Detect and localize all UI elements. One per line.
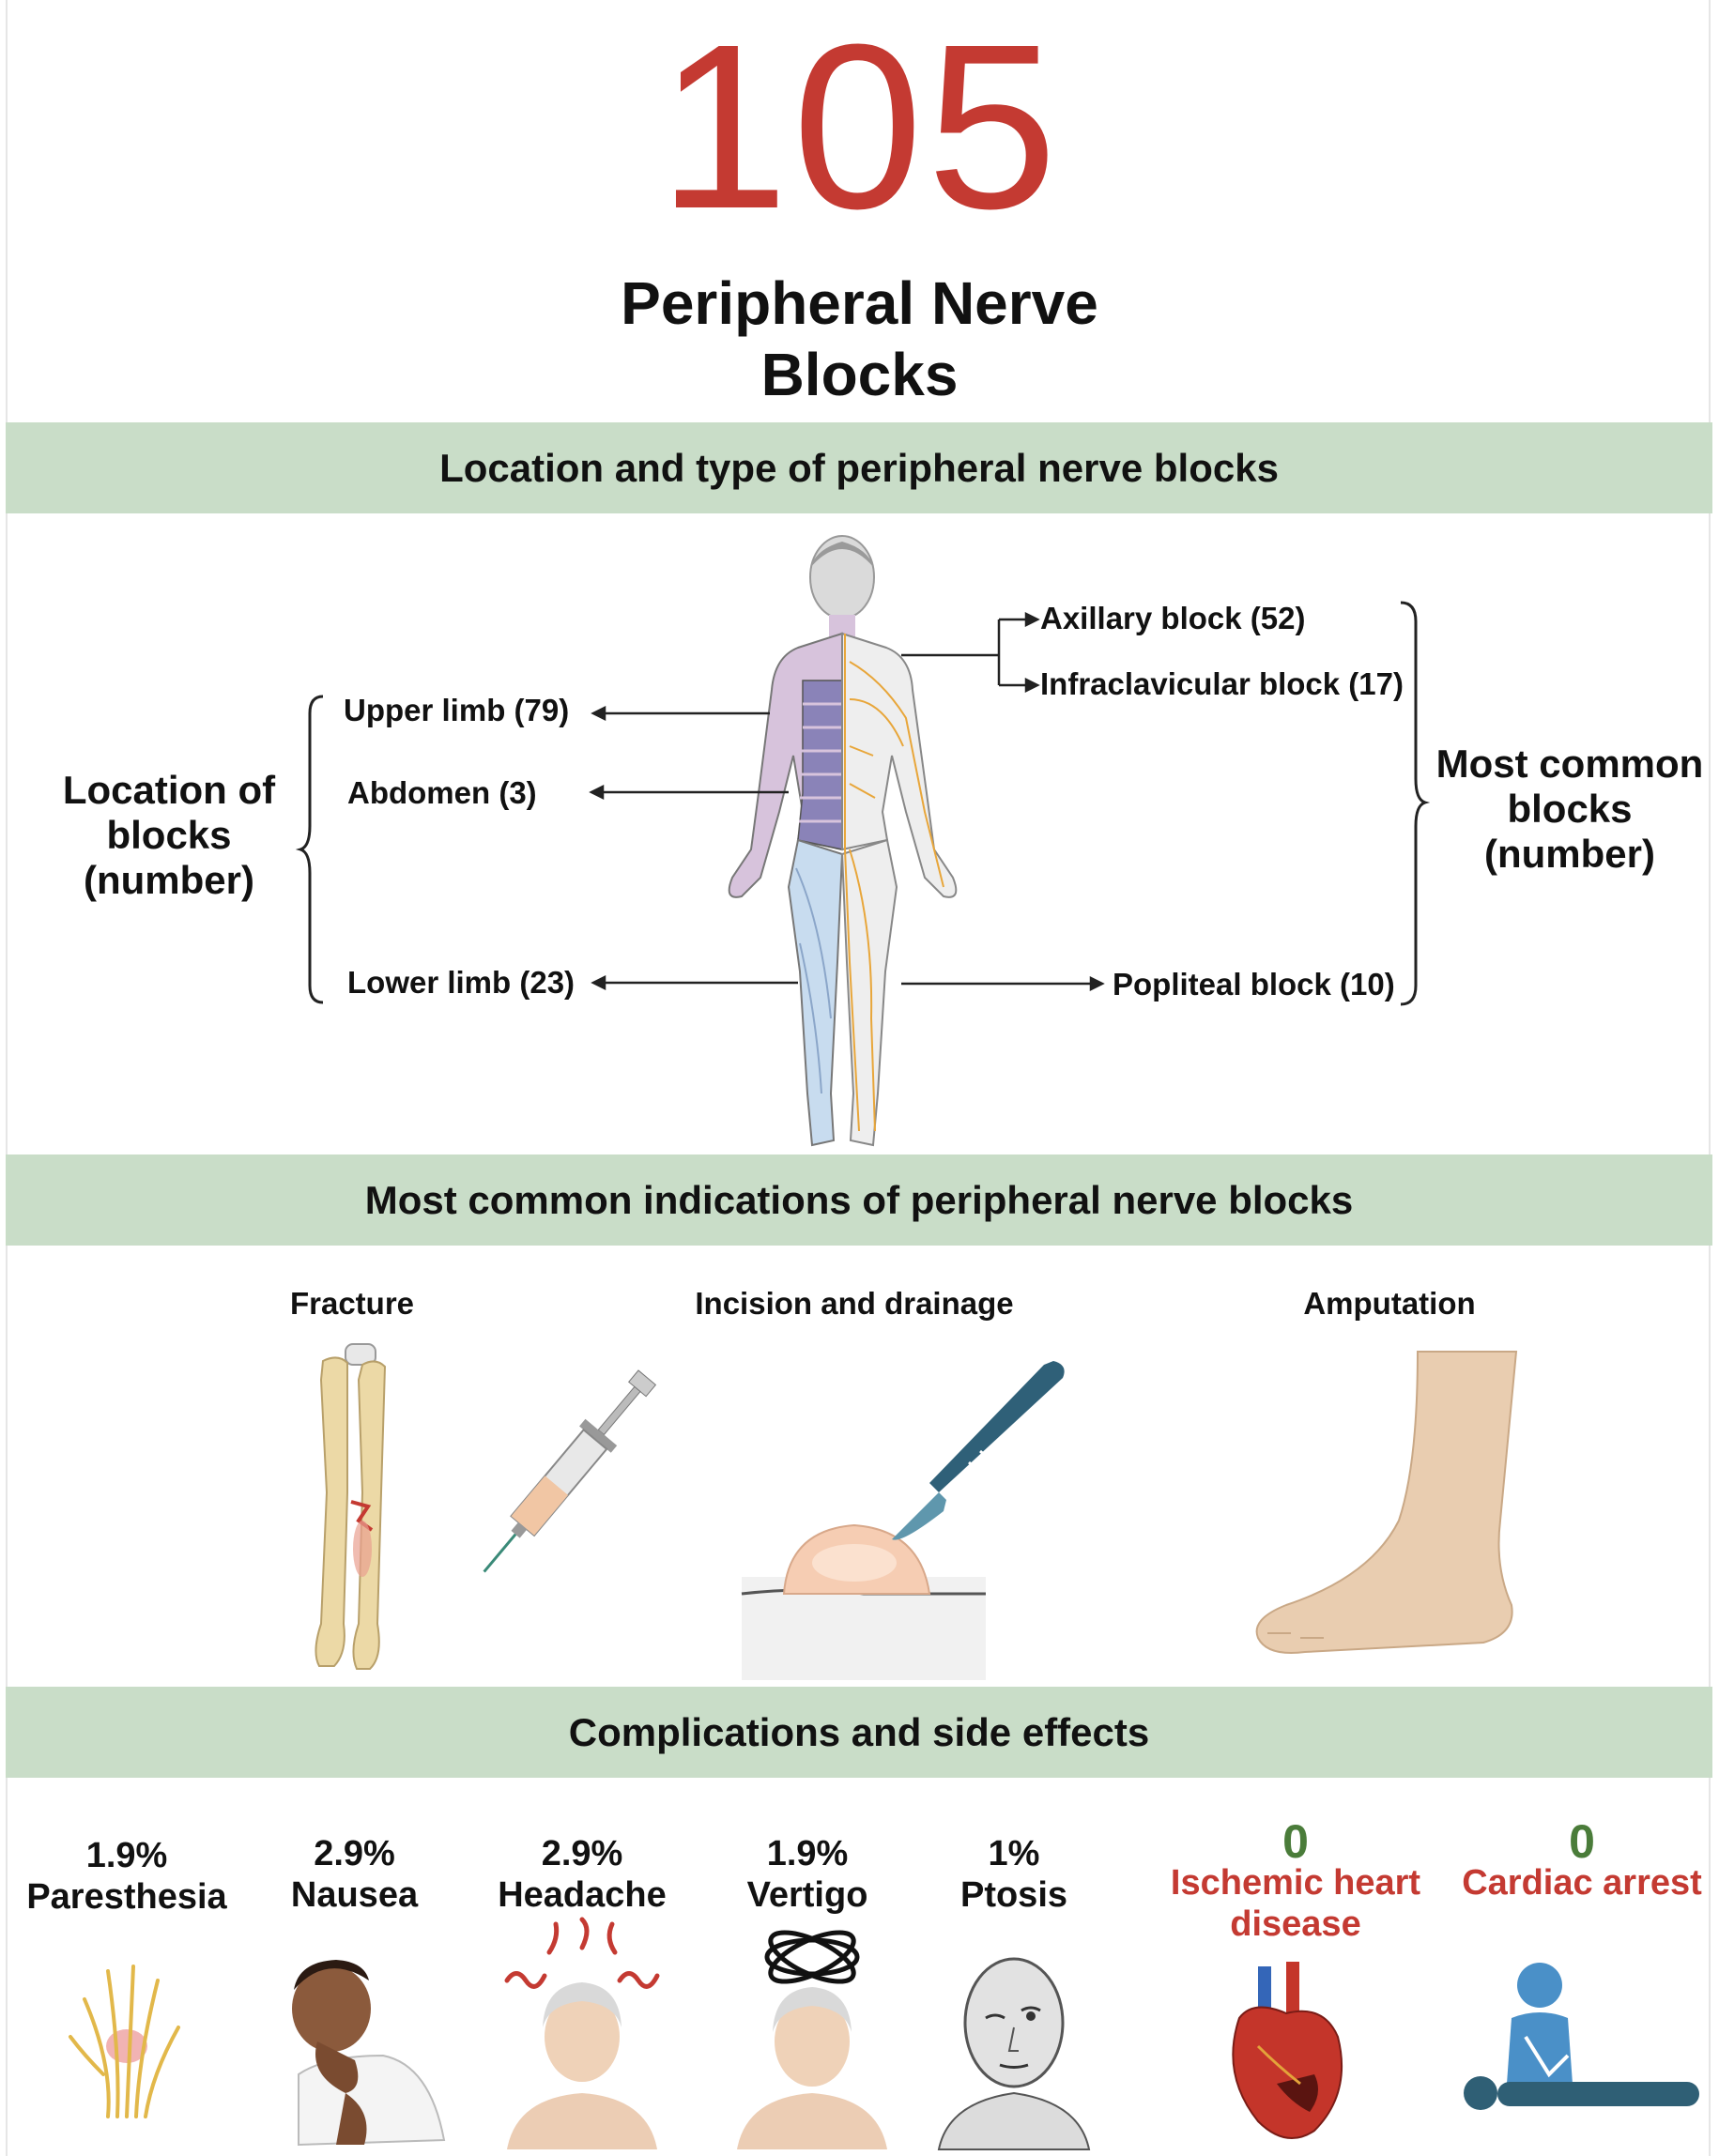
complication-headache: 2.9% Headache (498, 1834, 667, 1915)
syringe-scalpel-icon (483, 1361, 1065, 1680)
cpr-icon (1464, 1963, 1699, 2110)
complication-cardiac-arrest: 0 Cardiac arrest (1462, 1815, 1702, 1903)
hand-nerve-icon (69, 1965, 180, 2118)
blocks-side-label: Most common blocks (number) (1435, 742, 1704, 876)
ischemic-line-2: disease (1230, 1904, 1361, 1944)
total-blocks-count: 105 (657, 0, 1062, 257)
indication-fracture-label: Fracture (289, 1286, 415, 1321)
complication-paresthesia: 1.9% Paresthesia (26, 1836, 227, 1917)
fractured-bone-icon (315, 1343, 387, 1670)
location-side-label: Location of blocks (number) (62, 768, 276, 902)
headache-icon (504, 1917, 660, 2149)
title-line-1: Peripheral Nerve (621, 269, 1098, 337)
location-lower-limb: Lower limb (23) (347, 965, 576, 1000)
block-infraclavicular: Infraclavicular block (17) (1040, 666, 1404, 701)
indication-amputation-label: Amputation (1303, 1286, 1476, 1321)
ischemic-line-1: Ischemic heart (1170, 1863, 1421, 1903)
complication-nausea: 2.9% Nausea (290, 1834, 419, 1915)
block-popliteal: Popliteal block (10) (1113, 967, 1395, 1002)
complication-ischemic-heart-disease: 0 Ischemic heart disease (1170, 1815, 1421, 1944)
body-nerve-figure-icon (728, 535, 958, 1147)
location-upper-limb: Upper limb (79) (344, 693, 570, 727)
page-title: Peripheral Nerve Blocks (0, 268, 1719, 410)
section-header-indications: Most common indications of peripheral ne… (6, 1154, 1712, 1246)
complication-vertigo: 1.9% Vertigo (746, 1834, 868, 1915)
block-axillary: Axillary block (52) (1040, 601, 1306, 635)
page-frame (6, 0, 1711, 2156)
vertigo-icon (737, 1930, 887, 2149)
indication-incision-label: Incision and drainage (695, 1286, 1014, 1321)
location-brace (295, 695, 324, 1004)
heart-icon (1232, 1962, 1343, 2139)
section-header-complications: Complications and side effects (6, 1687, 1712, 1778)
location-arrows (589, 705, 798, 991)
block-arrows (901, 611, 1105, 992)
complication-ptosis: 1% Ptosis (959, 1834, 1068, 1915)
ptosis-face-icon (937, 1957, 1091, 2150)
title-line-2: Blocks (760, 341, 959, 408)
blocks-brace (1400, 601, 1431, 1006)
nauseous-person-icon (292, 1960, 446, 2147)
location-abdomen: Abdomen (3) (347, 775, 537, 810)
foot-icon (1255, 1351, 1518, 1654)
section-header-location: Location and type of peripheral nerve bl… (6, 422, 1712, 513)
